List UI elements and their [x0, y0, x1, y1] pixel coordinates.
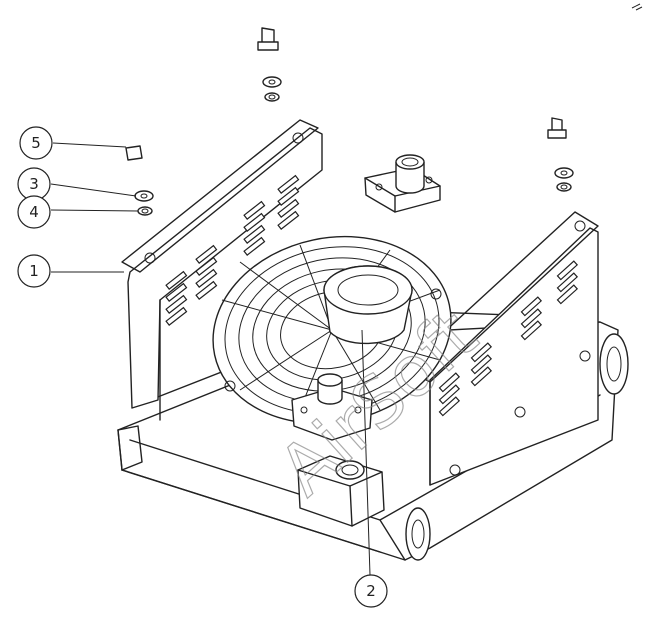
left-bracket-vents: [165, 174, 300, 326]
svg-text:2: 2: [366, 582, 376, 600]
left-bolt-hardware: [125, 145, 154, 216]
right-bracket-vents: [438, 260, 579, 417]
svg-text:4: 4: [29, 203, 39, 221]
callout-4: 4: [17, 195, 51, 229]
callout-leaders: [50, 142, 371, 576]
top-flange: [364, 154, 441, 213]
callout-2: 2: [354, 574, 388, 608]
svg-text:5: 5: [31, 134, 41, 152]
svg-text:1: 1: [29, 262, 39, 280]
front-flange: [297, 455, 385, 527]
lower-flange: [291, 373, 373, 441]
callout-5: 5: [19, 126, 53, 160]
left-bracket: [121, 119, 323, 421]
callout-1: 1: [17, 254, 51, 288]
svg-text:3: 3: [29, 175, 39, 193]
right-bolt-hardware: [547, 117, 574, 192]
fan-assembly: [212, 235, 452, 425]
corner-mark: [631, 3, 643, 11]
callout-3: 3: [17, 167, 51, 201]
top-bolt-hardware: [257, 27, 282, 102]
